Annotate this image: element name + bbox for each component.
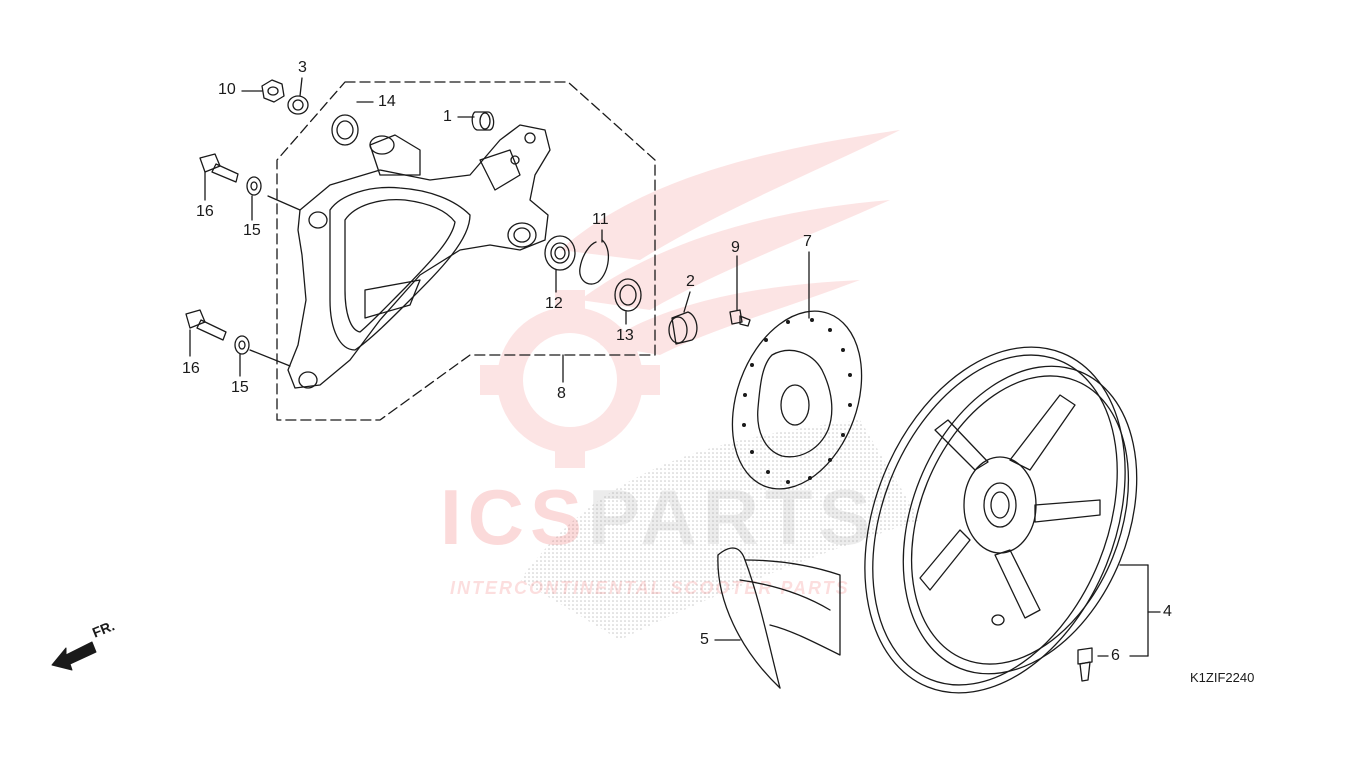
collar-3 [287, 95, 309, 115]
bush-1 [471, 111, 495, 131]
brake-disc-7 [731, 310, 863, 490]
callout-15-lower[interactable]: 15 [231, 379, 249, 396]
callout-8[interactable]: 8 [557, 385, 566, 402]
diagram-code: K1ZIF2240 [1190, 670, 1255, 685]
washer-15-lower [234, 335, 250, 355]
callout-12[interactable]: 12 [545, 295, 563, 312]
valve-6 [1077, 647, 1093, 682]
callout-6[interactable]: 6 [1111, 647, 1120, 664]
rear-wheel-4 [864, 346, 1138, 694]
callout-7[interactable]: 7 [803, 233, 812, 250]
callout-3[interactable]: 3 [298, 59, 307, 76]
callout-14[interactable]: 14 [378, 93, 396, 110]
bolt-9 [729, 309, 751, 327]
callout-2[interactable]: 2 [686, 273, 695, 290]
callout-10[interactable]: 10 [218, 81, 236, 98]
circlip-11 [579, 239, 609, 285]
washer-15-upper [246, 176, 262, 196]
oil-seal-14 [331, 114, 359, 146]
shading-dots [520, 420, 920, 640]
callout-16-upper[interactable]: 16 [196, 203, 214, 220]
collar-2 [668, 311, 698, 345]
callout-13[interactable]: 13 [616, 327, 634, 344]
watermark-brand: ICSPARTS [440, 473, 877, 561]
callout-5[interactable]: 5 [700, 631, 709, 648]
wing-logo-icon [480, 130, 900, 468]
tire-5 [717, 547, 841, 689]
assembly-8-boundary [276, 81, 656, 421]
callout-1[interactable]: 1 [443, 108, 452, 125]
watermark-tagline: INTERCONTINENTAL SCOOTER PARTS [450, 578, 850, 598]
bolt-16-lower [185, 309, 227, 341]
bolt-16-upper [199, 153, 239, 183]
front-direction-arrow-icon [51, 641, 97, 671]
rear-arm-bracket [287, 124, 551, 389]
callout-15-upper[interactable]: 15 [243, 222, 261, 239]
oil-seal-13 [614, 278, 642, 312]
callout-9[interactable]: 9 [731, 239, 740, 256]
nut-10 [261, 79, 285, 103]
leader-lines [189, 77, 1161, 657]
callout-4[interactable]: 4 [1163, 603, 1172, 620]
callout-11[interactable]: 11 [592, 211, 609, 228]
bearing-12 [544, 235, 576, 271]
callout-16-lower[interactable]: 16 [182, 360, 200, 377]
